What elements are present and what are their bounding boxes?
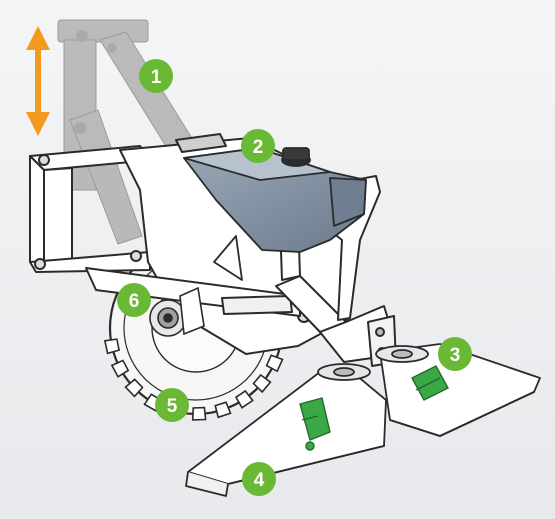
up-down-arrow-icon xyxy=(26,26,50,136)
callout-circle xyxy=(438,337,472,371)
callout-circle xyxy=(139,59,173,93)
callout-number: 4 xyxy=(254,470,265,491)
parallel-linkage xyxy=(57,19,199,245)
hopper-tank xyxy=(183,147,367,253)
left-disc-opener xyxy=(185,363,387,497)
callout-circle xyxy=(117,283,151,317)
callout-4: 4 xyxy=(242,462,276,496)
callout-number: 5 xyxy=(167,396,178,417)
tread-lug xyxy=(124,378,144,398)
callout-markers: 1 2 3 4 5 6 xyxy=(117,59,472,496)
callout-number: 3 xyxy=(450,345,461,366)
wheel-hub xyxy=(149,286,205,337)
right-opener-part xyxy=(411,365,449,401)
callout-3: 3 xyxy=(438,337,472,371)
tread-lug xyxy=(103,338,121,355)
callout-circle xyxy=(242,462,276,496)
tread-lug xyxy=(214,401,232,419)
callout-circle xyxy=(155,388,189,422)
tread-lug xyxy=(191,406,207,421)
callout-2: 2 xyxy=(241,129,275,163)
callout-1: 1 xyxy=(139,59,173,93)
left-opener-part xyxy=(299,397,331,451)
callout-number: 2 xyxy=(253,137,264,158)
callout-number: 6 xyxy=(129,291,140,312)
tread-lug xyxy=(234,389,254,409)
callout-circle xyxy=(241,129,275,163)
callout-6: 6 xyxy=(117,283,151,317)
tread-lug xyxy=(110,359,130,378)
callout-number: 1 xyxy=(151,67,162,88)
right-disc-opener xyxy=(375,343,541,437)
tread-lug xyxy=(265,354,284,373)
callout-5: 5 xyxy=(155,388,189,422)
tread-lug xyxy=(252,373,272,394)
